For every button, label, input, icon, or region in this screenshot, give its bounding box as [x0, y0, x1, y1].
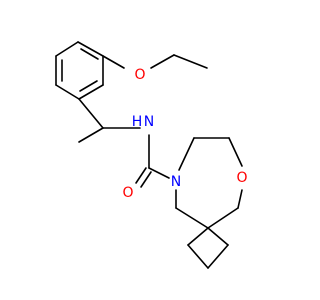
- molecule-canvas: O N H O N O: [55, 41, 248, 269]
- bond-inner: [80, 48, 99, 60]
- bond: [187, 227, 209, 246]
- atom-n-ring: N: [171, 174, 181, 190]
- bond: [178, 137, 195, 171]
- bond: [55, 41, 79, 57]
- bond: [55, 84, 80, 100]
- atom-o-carbonyl: O: [122, 185, 133, 201]
- bond: [150, 54, 175, 69]
- bond: [173, 54, 208, 69]
- bond: [207, 227, 229, 246]
- atom-o-ether: O: [134, 67, 145, 83]
- bond: [77, 41, 104, 57]
- bond: [78, 127, 104, 143]
- bond: [78, 98, 104, 129]
- structure-drawing: O N H O N O: [55, 41, 248, 269]
- atom-h-amide: H: [132, 114, 143, 130]
- atom-labels: O N H O N O: [122, 67, 247, 201]
- atom-n-amide: N: [144, 114, 154, 130]
- bond: [187, 244, 209, 269]
- bond-inner: [79, 80, 98, 92]
- bond: [207, 207, 239, 229]
- bond: [140, 171, 152, 188]
- atom-o-ring: O: [236, 170, 247, 186]
- bond: [78, 84, 104, 100]
- bond: [102, 55, 125, 69]
- bond: [207, 244, 229, 269]
- bond: [148, 167, 170, 179]
- bond: [237, 189, 243, 209]
- bond: [228, 137, 243, 167]
- bonds: [55, 41, 243, 269]
- bond: [135, 167, 147, 184]
- bond: [175, 207, 209, 229]
